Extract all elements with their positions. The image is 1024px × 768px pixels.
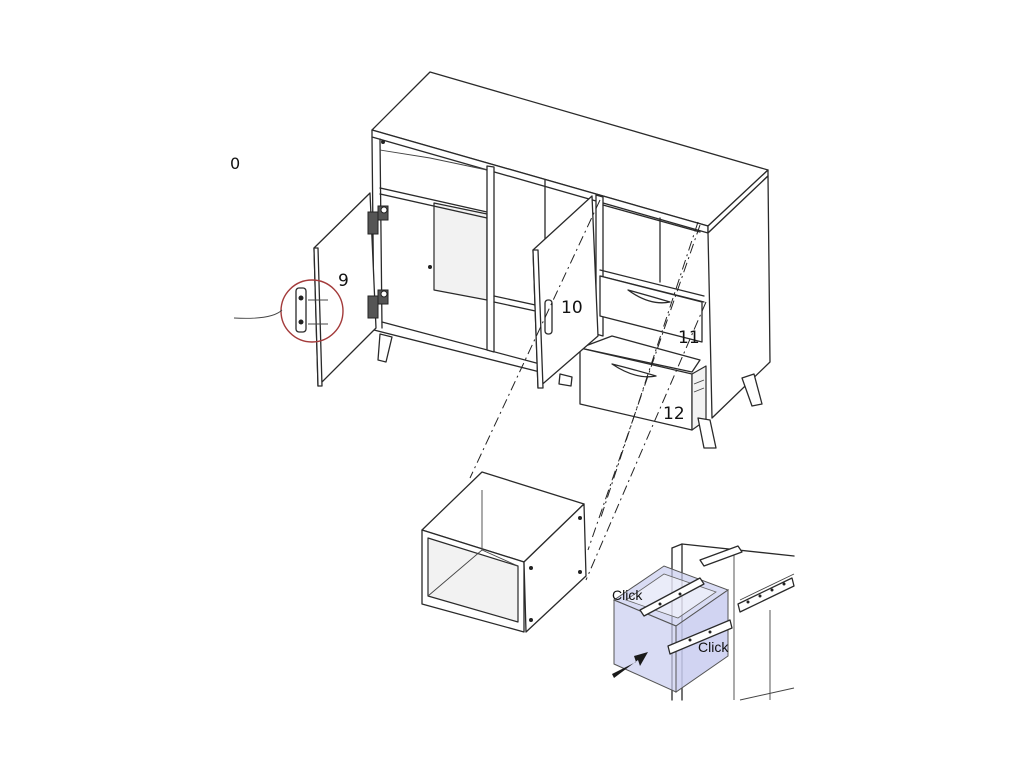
runner-hole-4 bbox=[708, 630, 712, 634]
push-arrow-icon bbox=[612, 652, 648, 678]
drawer-runner-detail: Click Click bbox=[612, 543, 795, 701]
leg-rear-right bbox=[741, 373, 763, 407]
right-compartment-top-shelf bbox=[602, 204, 701, 233]
runner-hole-3 bbox=[688, 638, 692, 642]
drawer-upper-handle bbox=[627, 289, 671, 304]
carcass-rail-top bbox=[699, 545, 743, 567]
dash-line-2 bbox=[587, 224, 701, 551]
cabinet-right-side bbox=[707, 175, 771, 419]
sideboard-cabinet bbox=[371, 71, 771, 449]
box-front-opening bbox=[427, 537, 519, 623]
storage-box bbox=[421, 471, 587, 633]
left-shelf-front bbox=[379, 187, 488, 213]
box-right-side bbox=[523, 503, 587, 633]
stray-mark: 0 bbox=[230, 154, 240, 173]
drawer-upper-front bbox=[599, 275, 703, 343]
leg-middle bbox=[558, 373, 573, 387]
label-10: 10 bbox=[561, 298, 583, 318]
label-12: 12 bbox=[663, 404, 685, 424]
drawer-lower-side bbox=[579, 335, 701, 373]
rail-hole-4 bbox=[782, 582, 786, 586]
box-dot-4 bbox=[578, 570, 582, 574]
middle-shelf-b bbox=[493, 301, 541, 313]
left-compartment-top-line bbox=[379, 149, 488, 171]
left-compartment-back bbox=[433, 202, 488, 301]
handle-screw-bottom bbox=[298, 319, 304, 325]
runner-hole-2 bbox=[678, 592, 682, 596]
cabinet-bottom-front bbox=[373, 329, 541, 373]
box-dot-2 bbox=[529, 566, 533, 570]
rail-hole-3 bbox=[770, 588, 774, 592]
inset-panel-right-2 bbox=[739, 573, 795, 601]
click-label-bottom: Click bbox=[698, 639, 729, 655]
dash-line-1 bbox=[469, 199, 601, 479]
door-middle bbox=[532, 195, 599, 389]
runner-hole-1 bbox=[658, 602, 662, 606]
drawer-runner-top bbox=[639, 577, 705, 617]
inset-panel-right-3 bbox=[739, 687, 795, 701]
hinge-upper bbox=[367, 205, 389, 235]
label-9: 9 bbox=[338, 271, 349, 291]
cam-dot-2 bbox=[428, 265, 432, 269]
right-compartment-middle-shelf bbox=[599, 269, 705, 297]
box-dot-1 bbox=[578, 516, 582, 520]
drawer-runner-line-1 bbox=[693, 379, 705, 385]
door-middle-edge bbox=[532, 249, 544, 389]
middle-shelf bbox=[493, 295, 541, 307]
alignment-lines bbox=[469, 199, 707, 581]
handle-screw-top bbox=[298, 295, 304, 301]
dash-line-3 bbox=[599, 221, 699, 521]
hinge-lower bbox=[367, 289, 389, 319]
middle-divider bbox=[486, 165, 495, 353]
door-left-edge bbox=[313, 247, 323, 387]
rail-hole-1 bbox=[746, 600, 750, 604]
leg-front-right bbox=[697, 417, 717, 449]
click-label-top: Click bbox=[612, 587, 643, 603]
drawer-runner-side bbox=[667, 619, 733, 655]
box-dot-3 bbox=[529, 618, 533, 622]
left-shelf-back bbox=[379, 193, 488, 219]
carcass-rail-right bbox=[737, 577, 795, 613]
door-left bbox=[233, 192, 389, 387]
cabinet-bottom-inner bbox=[381, 321, 541, 365]
door-handle-detail bbox=[295, 287, 307, 333]
inset-panel-top bbox=[671, 543, 795, 557]
drawer-runner-line-2 bbox=[693, 387, 705, 393]
rail-hole-2 bbox=[758, 594, 762, 598]
drawer-lower-handle bbox=[611, 363, 657, 378]
cam-dot-1 bbox=[381, 140, 385, 144]
label-11: 11 bbox=[678, 328, 700, 348]
callout-leader bbox=[233, 309, 283, 319]
leg-front-left bbox=[377, 333, 393, 363]
